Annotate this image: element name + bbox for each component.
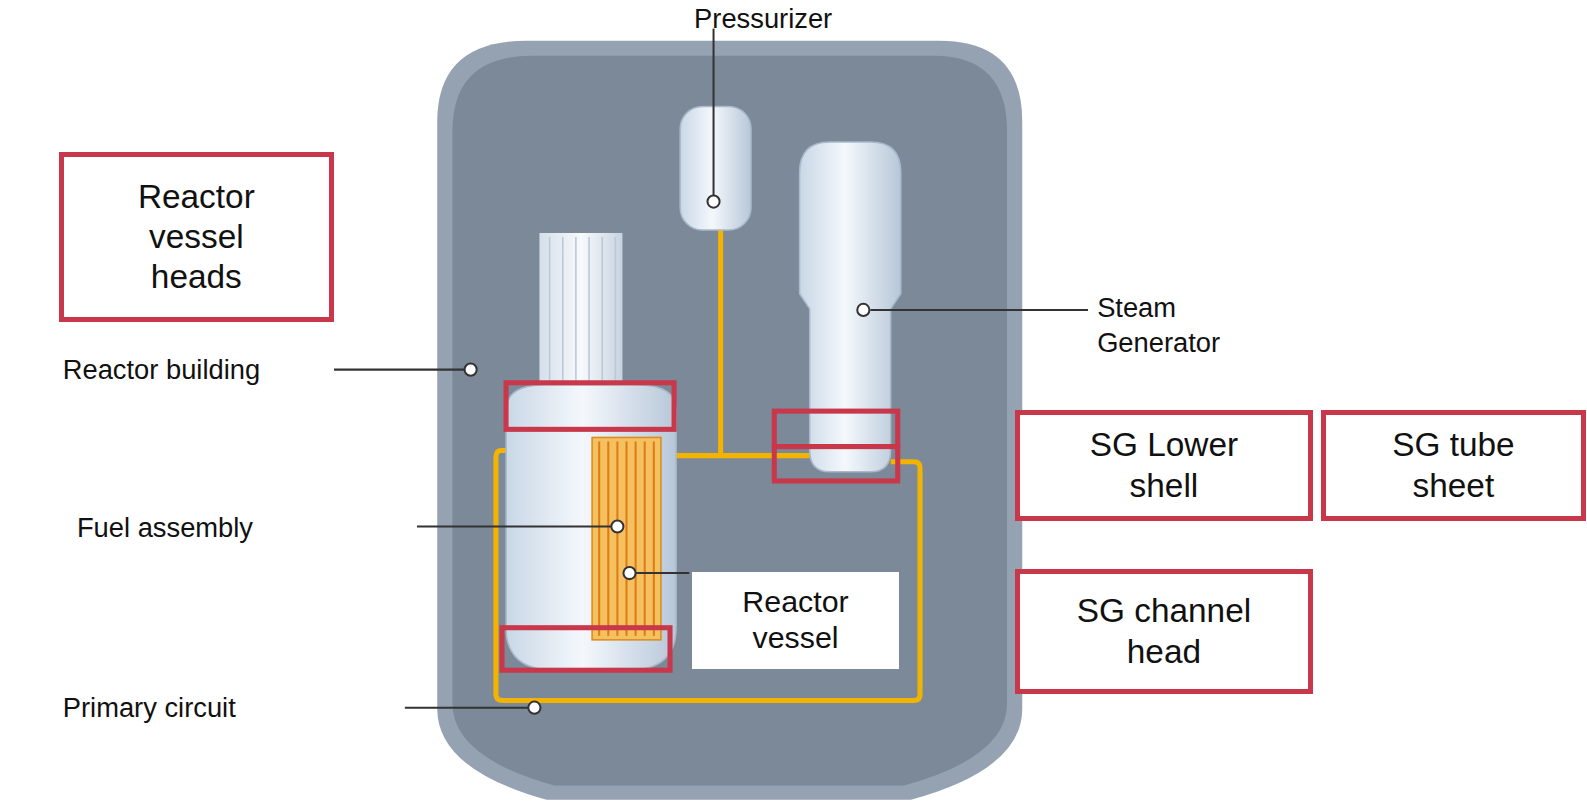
building-interior: [452, 56, 1007, 786]
rod-line: [601, 237, 603, 385]
rod-line: [575, 237, 577, 385]
highlight-box: Reactor vessel heads: [59, 152, 334, 322]
fuel-rod: [625, 441, 627, 635]
part-label: Reactor building: [63, 353, 336, 387]
part-label-box: Reactor vessel: [692, 572, 898, 669]
node-text: Reactor vessel heads: [119, 177, 273, 297]
fuel-rod: [644, 441, 646, 635]
control-rod-lines: [550, 237, 616, 385]
steam-generator: [800, 142, 901, 472]
fuel-rod: [598, 441, 600, 635]
node-text: Reactor vessel: [727, 584, 865, 657]
fuel-rod: [607, 441, 609, 635]
leader-lines: [334, 29, 1088, 708]
control-rod-housing: [539, 233, 622, 395]
part-label: Fuel assembly: [77, 511, 411, 545]
part-label: Pressurizer: [662, 2, 864, 36]
node-text: SG channel head: [1068, 591, 1260, 671]
reactor-building: [437, 41, 1022, 800]
rod-line: [562, 237, 564, 385]
highlight-box: SG tube sheet: [1321, 410, 1586, 521]
fuel-rod: [635, 441, 637, 635]
rod-line: [588, 237, 590, 385]
part-label: Primary circuit: [63, 691, 397, 725]
pressurizer: [680, 106, 751, 229]
node-text: SG Lower shell: [1083, 425, 1245, 505]
highlight-box: SG Lower shell: [1015, 410, 1313, 521]
leader-dots: [465, 196, 870, 714]
fuel-rod: [616, 441, 618, 635]
fuel-assembly: [592, 437, 661, 639]
fuel-rods: [599, 441, 654, 635]
part-label: Steam Generator: [1097, 291, 1249, 359]
fuel-rod: [653, 441, 655, 635]
node-text: SG tube sheet: [1376, 425, 1530, 505]
rod-line: [549, 237, 551, 385]
highlight-box: SG channel head: [1015, 569, 1313, 695]
rod-line: [615, 237, 617, 385]
